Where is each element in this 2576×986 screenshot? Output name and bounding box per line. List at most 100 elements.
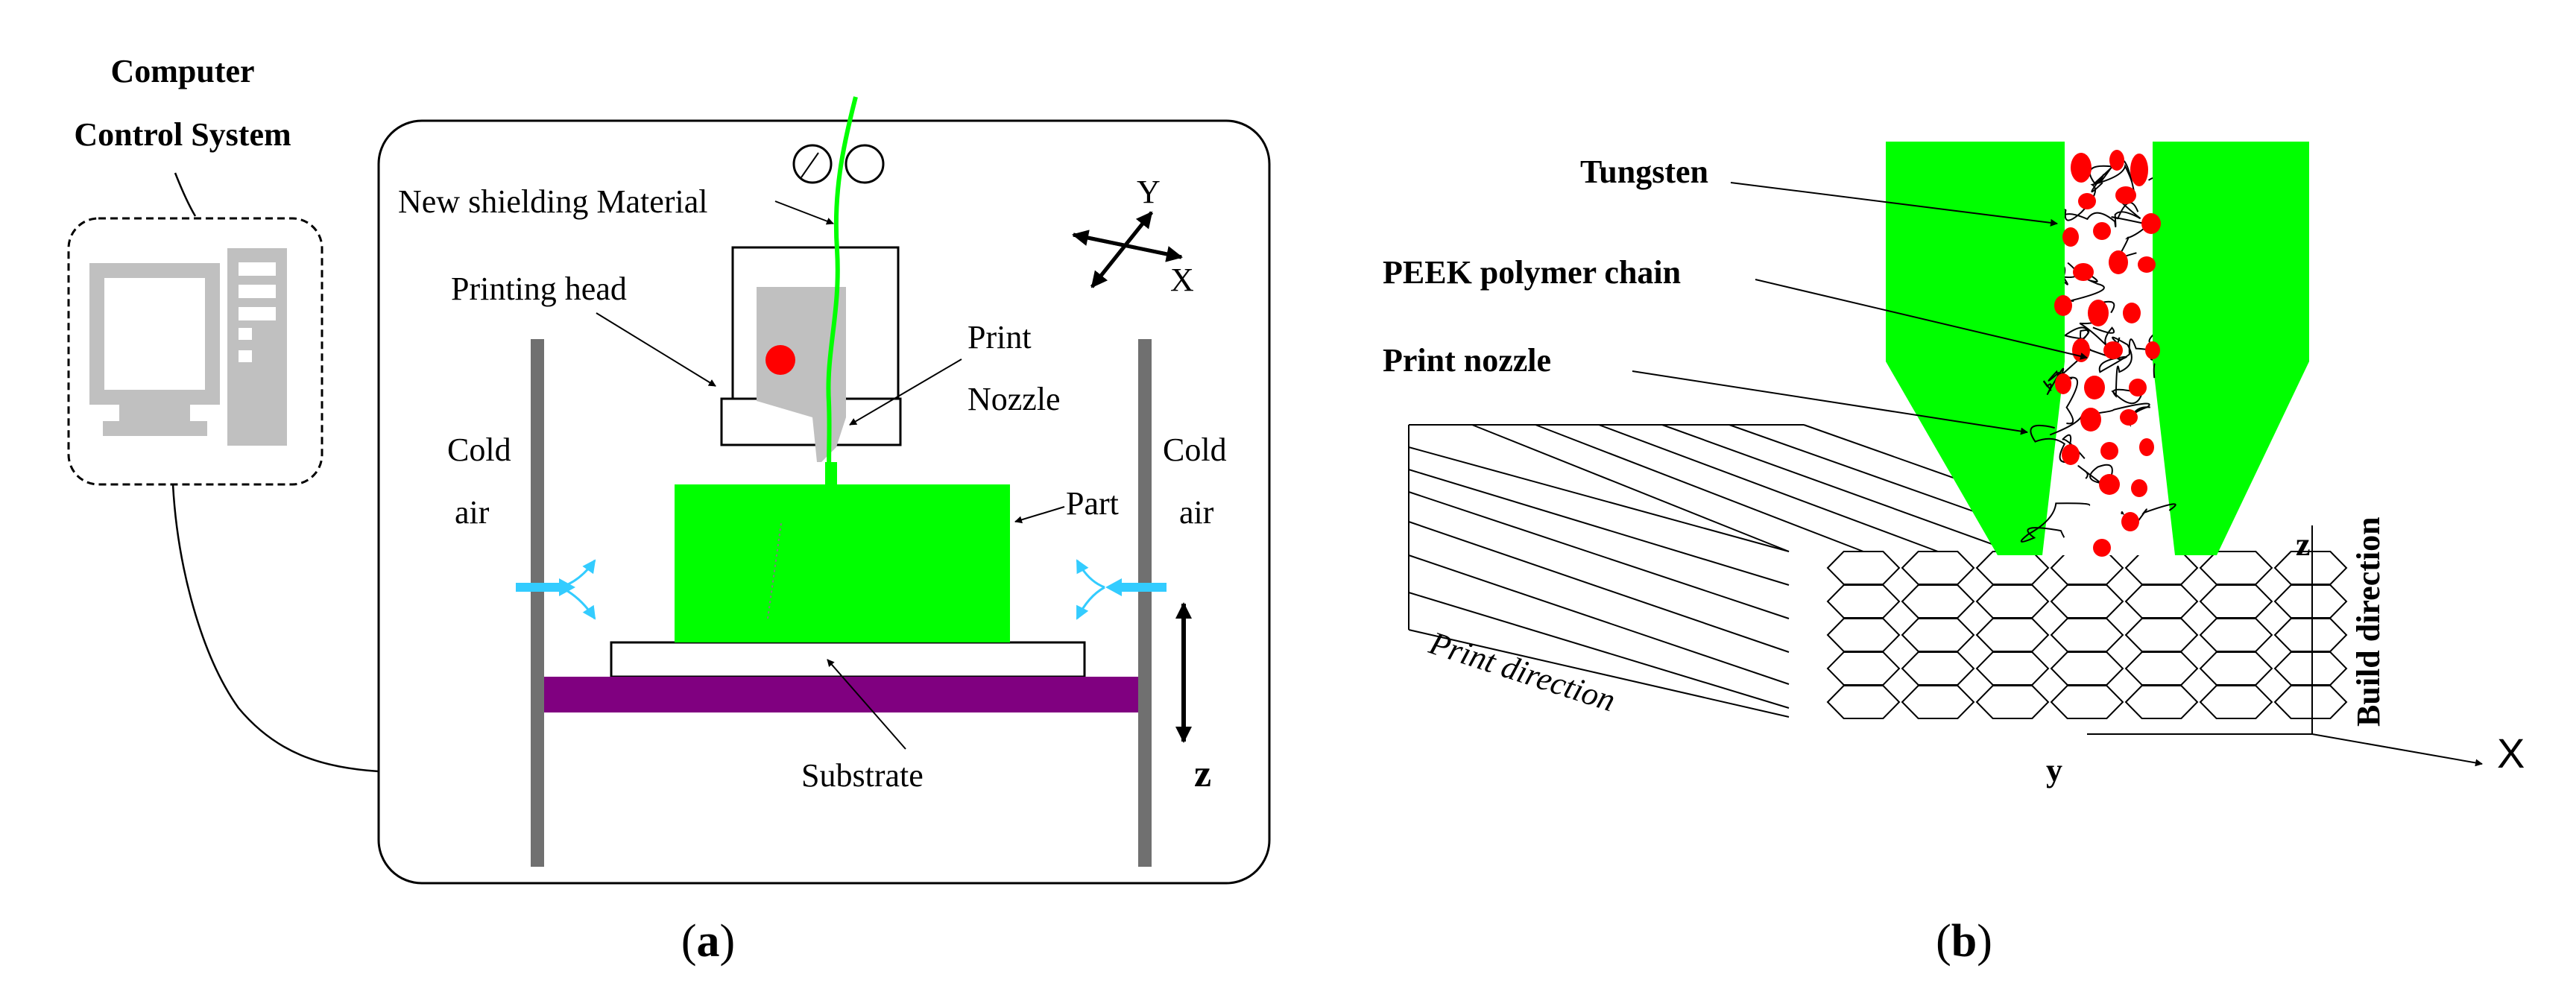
substrate-plate [610, 641, 1086, 678]
strand-cell [2199, 685, 2273, 719]
printer-frame [377, 119, 1271, 885]
build-platform [544, 677, 1138, 712]
nozzle-leader [1632, 370, 2028, 435]
tungsten-particle [2088, 300, 2109, 326]
build-direction-label: Build direction [2350, 516, 2387, 727]
axes-b [2087, 525, 2483, 767]
panel-b: Tungsten PEEK polymer chain Print nozzle… [1383, 142, 2525, 967]
strand-cell [1975, 651, 2050, 686]
tungsten-particle [2100, 442, 2118, 460]
caption-b: (b) [1936, 916, 1992, 967]
strand-cell [2124, 584, 2199, 619]
strand-cell [1975, 685, 2050, 719]
strand-cell [1901, 685, 1975, 719]
tungsten-particle [2109, 250, 2128, 274]
tungsten-particle [2073, 263, 2094, 281]
tungsten-particle [2123, 303, 2141, 323]
strand-cell [2199, 551, 2273, 585]
print-nozzle-leader [849, 358, 962, 426]
computer-label-line2: Control System [74, 116, 291, 153]
tungsten-particle [2129, 379, 2147, 396]
polymer-chain [2098, 337, 2165, 373]
strand-cell [2050, 584, 2124, 619]
axis-x-label-b: X [2497, 730, 2525, 777]
peek-label: PEEK polymer chain [1383, 254, 1681, 291]
axis-z-label-a: z [1194, 753, 1211, 795]
right-rail [1138, 339, 1152, 867]
tungsten-label: Tungsten [1580, 154, 1708, 190]
strand-cell [2273, 551, 2348, 585]
strand-cell [2050, 651, 2124, 686]
tungsten-particle [2121, 512, 2139, 531]
peek-leader [1755, 279, 2088, 360]
material-leader [774, 200, 834, 225]
computer-cable [171, 484, 379, 773]
axis-y-label-b: y [2046, 752, 2062, 789]
filament [826, 96, 858, 485]
print-nozzle-label-2: Nozzle [967, 381, 1061, 417]
print-nozzle-label-1: Print [967, 319, 1032, 355]
tungsten-particle [2139, 438, 2154, 456]
tungsten-particle [2141, 213, 2161, 234]
strand-cell [1975, 551, 2050, 585]
tungsten-particle [2099, 474, 2120, 495]
strand-cell [2124, 618, 2199, 652]
cold-air-right-2: air [1179, 494, 1214, 531]
material-label: New shielding Material [398, 183, 707, 220]
cold-air-right-1: Cold [1163, 432, 1227, 468]
cold-air-left-2: air [455, 494, 490, 531]
polymer-chain [2040, 348, 2116, 396]
strand-cell [1975, 584, 2050, 619]
tungsten-particle [2138, 256, 2156, 273]
tungsten-particle [2054, 295, 2072, 316]
strand-cell [1826, 651, 1901, 686]
cold-air-left-1: Cold [447, 432, 511, 468]
xy-axes [1072, 211, 1183, 288]
cold-air-left-arrow [516, 559, 596, 620]
strand-cell [2273, 685, 2348, 719]
nozzle-b [1886, 142, 2309, 555]
polymer-chain [2063, 198, 2141, 228]
polymer-chain [2048, 370, 2078, 425]
tungsten-particle [2120, 409, 2138, 426]
tungsten-leader [1730, 182, 2058, 227]
strand-cell [1975, 618, 2050, 652]
part-label: Part [1066, 485, 1119, 522]
strand-cell [2273, 651, 2348, 686]
tungsten-particle [2115, 186, 2136, 204]
substrate-leader [827, 659, 906, 750]
axis-z-label-b: z [2296, 526, 2311, 563]
roller-right [845, 144, 885, 184]
roller-left-mark [801, 152, 819, 178]
tungsten-particle [2131, 479, 2147, 497]
tungsten-particle [2084, 376, 2105, 399]
strand-cell [1826, 685, 1901, 719]
tungsten-particle [2055, 373, 2071, 394]
strand-cell [2050, 685, 2124, 719]
printed-part [675, 484, 1010, 642]
strand-cross-sections [1826, 551, 2348, 719]
strand-cell [1826, 584, 1901, 619]
printing-head-label: Printing head [451, 271, 627, 307]
strand-cell [1901, 551, 1975, 585]
axis-x-label-a: X [1170, 262, 1194, 298]
computer-icon [67, 217, 323, 486]
roller-left [792, 144, 833, 184]
tungsten-particle [2071, 153, 2092, 183]
tungsten-particle [2062, 227, 2079, 247]
strand-cell [1901, 584, 1975, 619]
tungsten-particles [2054, 150, 2161, 557]
computer-leader-line [174, 172, 197, 217]
polymer-chain [2030, 425, 2086, 464]
printing-head [720, 246, 902, 462]
cold-air-right-arrow [1076, 559, 1167, 620]
strand-cell [1901, 618, 1975, 652]
computer-label-line1: Computer [110, 53, 254, 89]
tungsten-particle [2072, 338, 2090, 362]
caption-a: (a) [681, 916, 735, 967]
axis-y-label-a: Y [1137, 174, 1161, 210]
strand-cell [2124, 551, 2199, 585]
tungsten-particle [2078, 193, 2096, 209]
part-hatch [767, 522, 782, 619]
strand-cell [1826, 618, 1901, 652]
